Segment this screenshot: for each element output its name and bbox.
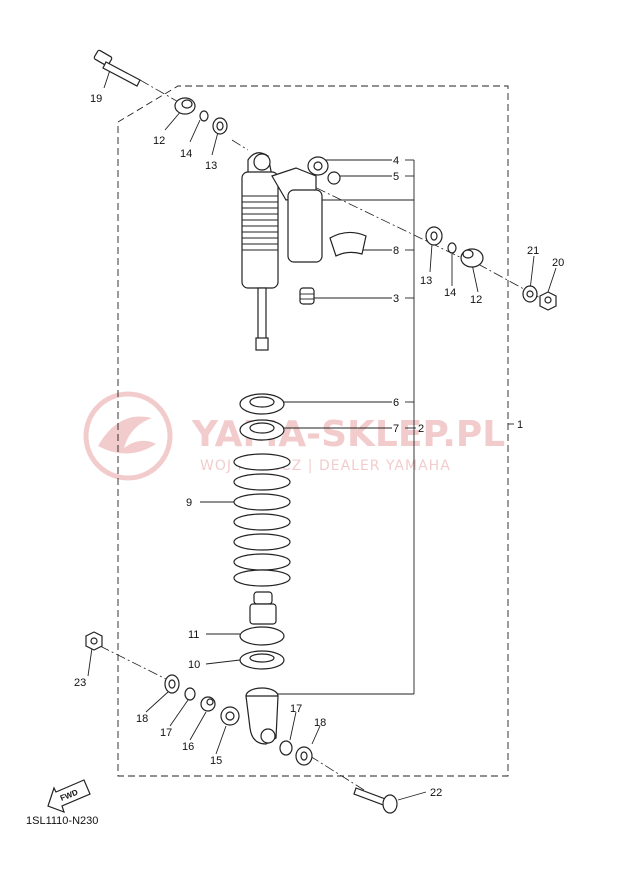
watermark-logo-mark-icon — [98, 416, 156, 454]
watermark: YAMA-SKLEP.PL WOJ HOWICZ | DEALER YAMAHA — [83, 391, 505, 481]
locknut-7-icon — [239, 419, 285, 441]
shock-absorber-body-icon — [241, 152, 279, 351]
band-8-icon — [329, 231, 367, 257]
bolt-19-icon — [93, 49, 141, 87]
watermark-brand: YAMA-SKLEP.PL — [191, 414, 505, 455]
callout-10: 10 — [188, 659, 200, 671]
callout-19: 19 — [90, 93, 102, 105]
ring-5-icon — [327, 171, 341, 185]
nut-23-icon — [85, 631, 103, 651]
oil-seal-18-left-icon — [164, 674, 180, 694]
callout-14-upper: 14 — [180, 148, 192, 160]
callout-12-upper: 12 — [153, 135, 165, 147]
callout-13-lower: 13 — [420, 275, 432, 287]
callout-17-left: 17 — [160, 727, 172, 739]
callout-18-left: 18 — [136, 713, 148, 725]
bushing-4-icon — [307, 156, 329, 176]
callout-16: 16 — [182, 741, 194, 753]
diagram-code: 1SL1110-N230 — [26, 815, 98, 827]
valve-cap-3-icon — [299, 287, 315, 305]
washer-21-icon — [522, 285, 538, 303]
callout-numbers: 19 12 14 13 4 5 8 3 13 14 12 21 20 6 7 2… — [74, 93, 564, 799]
callout-6: 6 — [393, 397, 399, 409]
oil-seal-13-lower-icon — [425, 226, 443, 246]
callout-23: 23 — [74, 677, 86, 689]
callout-14-lower: 14 — [444, 287, 456, 299]
callout-7: 7 — [393, 423, 399, 435]
forward-direction-icon: FWD — [47, 779, 91, 814]
assembly-frame-outline — [117, 85, 509, 777]
callout-13-upper: 13 — [205, 160, 217, 172]
bolt-22-icon — [353, 787, 398, 814]
callout-20: 20 — [552, 257, 564, 269]
callout-5: 5 — [393, 171, 399, 183]
callout-3: 3 — [393, 293, 399, 305]
oil-seal-18-right-icon — [295, 746, 313, 766]
callout-8: 8 — [393, 245, 399, 257]
callout-1: 1 — [517, 419, 523, 431]
o-ring-14-upper-icon — [199, 110, 209, 122]
collar-12-lower-icon — [460, 248, 484, 268]
sub-tank-reservoir-icon — [271, 167, 323, 263]
callout-9: 9 — [186, 497, 192, 509]
callout-15: 15 — [210, 755, 222, 767]
callout-22: 22 — [430, 787, 442, 799]
callout-17-right: 17 — [290, 703, 302, 715]
spring-guide-11-icon — [239, 626, 285, 646]
callout-21: 21 — [527, 245, 539, 257]
lower-clevis-icon — [245, 687, 279, 745]
callout-2: 2 — [418, 423, 424, 435]
callout-11: 11 — [188, 629, 199, 641]
bearing-15-icon — [220, 706, 240, 726]
spring-seat-10-icon — [239, 650, 285, 670]
o-ring-17-left-icon — [184, 687, 196, 701]
callout-18-right: 18 — [314, 717, 326, 729]
o-ring-14-lower-icon — [447, 242, 457, 254]
bump-stopper-icon — [249, 591, 277, 625]
callout-4: 4 — [393, 155, 399, 167]
callout-12-lower: 12 — [470, 294, 482, 306]
nut-20-icon — [539, 291, 557, 311]
coil-spring-9-icon — [233, 453, 291, 587]
collar-16-icon — [200, 696, 216, 712]
watermark-logo-icon — [83, 391, 173, 481]
oil-seal-13-upper-icon — [212, 117, 228, 135]
spring-adjuster-6-icon — [239, 393, 285, 415]
o-ring-17-right-icon — [279, 740, 293, 756]
leader-lines — [87, 69, 557, 801]
collar-12-upper-icon — [174, 97, 196, 115]
